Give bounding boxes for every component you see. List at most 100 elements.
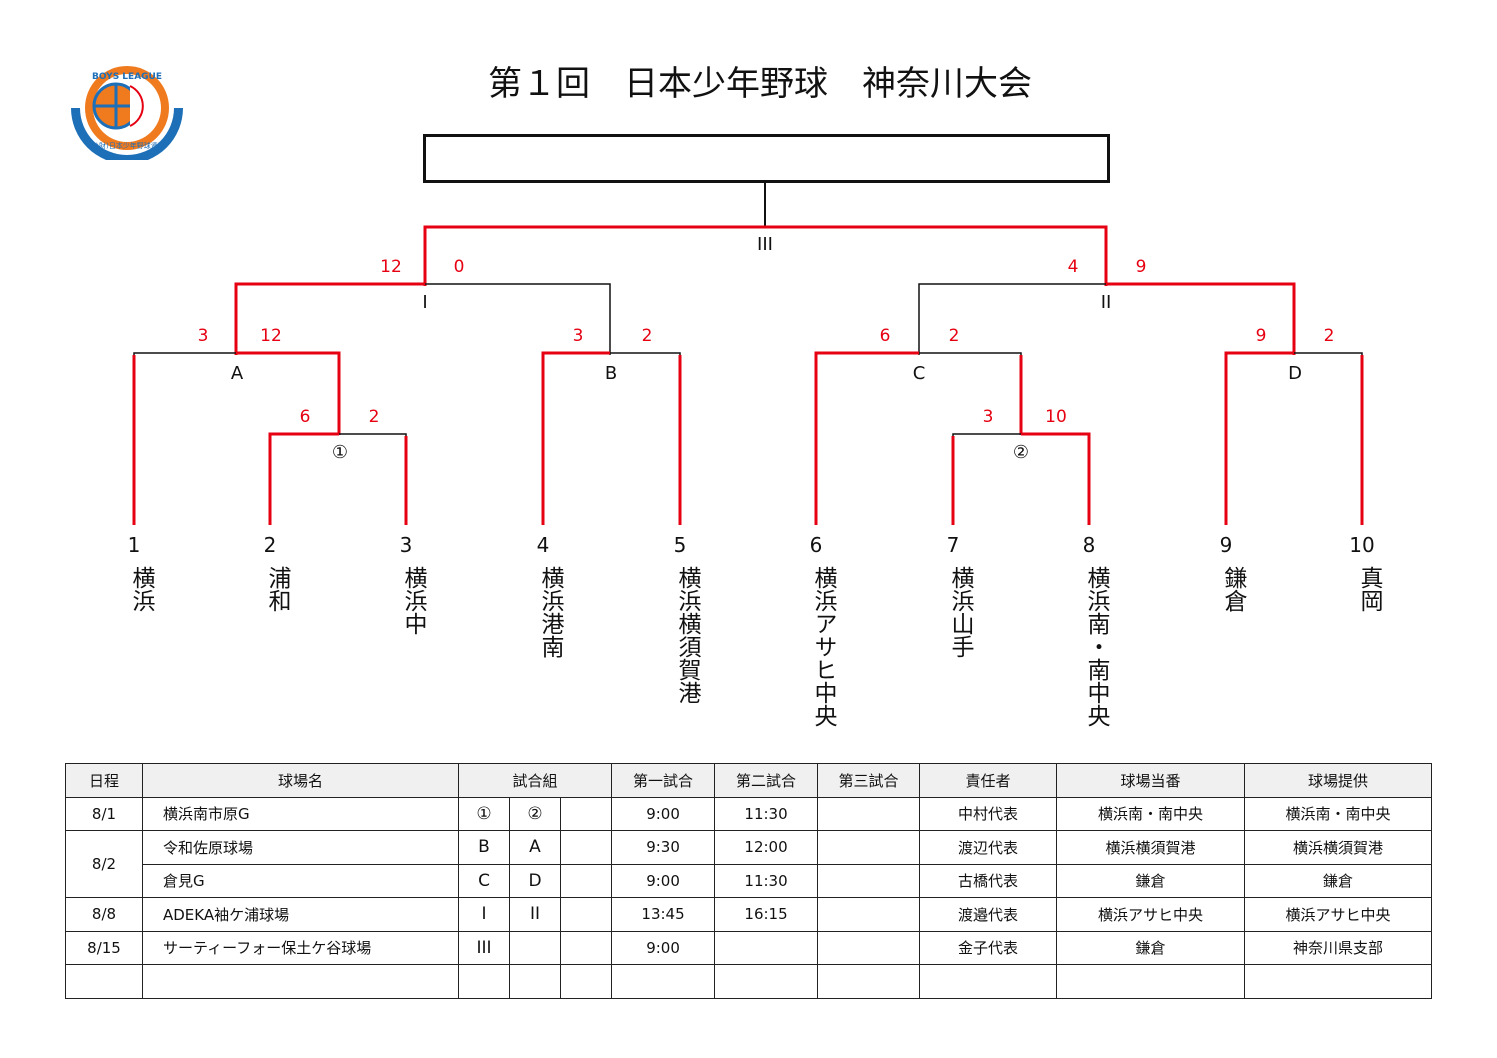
team-name: 横浜横須賀港 [674, 566, 700, 704]
empty-cell [714, 964, 819, 999]
table-row: 8/15 サーティーフォー保土ケ谷球場 III 9:00 金子代表 鎌倉 神奈川… [65, 930, 1433, 965]
time-cell [817, 863, 921, 898]
champion-box [423, 134, 1110, 183]
svg-text:BOYS LEAGUE: BOYS LEAGUE [92, 72, 162, 82]
time-cell: 16:15 [714, 897, 819, 932]
score-game1-right: 2 [369, 407, 380, 427]
team-name: 鎌倉 [1220, 566, 1246, 612]
score-final-left: 12 [380, 257, 402, 277]
team-name: 横浜 [128, 566, 154, 612]
match-cell [559, 863, 613, 898]
venue-cell: サーティーフォー保土ケ谷球場 [142, 930, 459, 965]
team-number: 9 [1220, 533, 1233, 557]
semi2-left-line [918, 283, 1106, 355]
game2-right-line [1021, 432, 1091, 525]
team-number: 4 [537, 533, 550, 557]
responsible-cell: 古橋代表 [919, 863, 1058, 898]
match-cell: A [509, 830, 561, 865]
game2-left-line [952, 433, 1021, 525]
duty-cell: 横浜アサヒ中央 [1056, 897, 1246, 932]
date-cell: 8/15 [65, 930, 143, 965]
match-d-left-line [1224, 351, 1294, 525]
score-semi1-a-opp: 12 [260, 326, 282, 346]
time-cell [817, 830, 921, 865]
match-a-label: A [231, 363, 244, 384]
venue-cell: 倉見G [142, 863, 459, 898]
final-right-line [765, 225, 1108, 286]
team-number: 2 [264, 533, 277, 557]
game1-left-line [268, 432, 339, 525]
team-number: 8 [1083, 533, 1096, 557]
tournament-bracket: III I II A B C D ① ② 12 0 4 9 3 12 3 2 6… [128, 180, 1375, 557]
match-c-right-line [919, 352, 1022, 435]
match-d-right-line [1294, 352, 1363, 525]
score-final-left-opp: 0 [454, 257, 465, 277]
game2-label: ② [1013, 442, 1029, 463]
table-row: 倉見G C D 9:00 11:30 古橋代表 鎌倉 鎌倉 [66, 863, 1433, 898]
match-b-left-line [541, 351, 610, 525]
match-cell: D [509, 863, 561, 898]
team-name: 横浜港南 [537, 566, 563, 658]
score-game2-left: 3 [983, 407, 994, 427]
time-cell: 12:00 [714, 830, 819, 865]
boys-league-logo: BOYS LEAGUE (公財)日本少年野球連盟 [71, 66, 183, 160]
score-semi2-c-opp: 2 [949, 326, 960, 346]
header-matches: 試合組 [457, 763, 613, 798]
empty-cell [611, 964, 716, 999]
header-responsible: 責任者 [919, 763, 1058, 798]
match-cell [559, 796, 613, 831]
score-semi1-b: 3 [573, 326, 584, 346]
responsible-cell: 渡辺代表 [919, 830, 1058, 865]
semi1-label: I [422, 292, 427, 313]
score-game1-left: 6 [300, 407, 311, 427]
table-row: 8/1 横浜南市原G ① ② 9:00 11:30 中村代表 横浜南・南中央 横… [65, 796, 1433, 831]
team-number: 3 [400, 533, 413, 557]
final-label: III [757, 234, 773, 255]
score-semi1-a: 3 [198, 326, 209, 346]
team-number: 5 [674, 533, 687, 557]
duty-cell: 鎌倉 [1056, 930, 1246, 965]
score-semi2-d-opp: 2 [1324, 326, 1335, 346]
svg-text:(公財)日本少年野球連盟: (公財)日本少年野球連盟 [89, 141, 164, 150]
time-cell [817, 930, 921, 965]
provider-cell: 鎌倉 [1244, 863, 1433, 898]
match-b-label: B [605, 363, 617, 384]
empty-cell [1056, 964, 1246, 999]
score-final-right-opp: 4 [1068, 257, 1079, 277]
header-date: 日程 [65, 763, 143, 798]
team-name: 横浜アサヒ中央 [810, 566, 836, 727]
empty-cell [817, 964, 921, 999]
score-semi1-b-opp: 2 [642, 326, 653, 346]
team-number: 7 [947, 533, 960, 557]
responsible-cell: 金子代表 [919, 930, 1058, 965]
team-name: 横浜南・南中央 [1083, 566, 1109, 727]
time-cell [817, 796, 921, 831]
semi1-right-line [425, 283, 611, 355]
duty-cell: 鎌倉 [1056, 863, 1246, 898]
final-left-line [423, 225, 765, 286]
empty-cell [1244, 964, 1433, 999]
semi1-left-line [234, 282, 425, 355]
empty-cell [458, 964, 510, 999]
match-cell: III [458, 930, 510, 965]
team-name: 横浜中 [400, 566, 426, 635]
team-number: 6 [810, 533, 823, 557]
match-d-label: D [1288, 363, 1302, 384]
match-b-right-line [610, 352, 681, 525]
table-row: 8/2 令和佐原球場 B A 9:30 12:00 渡辺代表 横浜横須賀港 横浜… [65, 830, 1433, 898]
responsible-cell: 中村代表 [919, 796, 1058, 831]
match-cell: B [458, 830, 510, 865]
match-a-right-line [236, 351, 341, 435]
page-title: 第１回 日本少年野球 神奈川大会 [488, 64, 1032, 104]
provider-cell: 神奈川県支部 [1244, 930, 1433, 965]
schedule-header-row: 日程 球場名 試合組 第一試合 第二試合 第三試合 責任者 球場当番 球場提供 [65, 763, 1433, 798]
time-cell: 11:30 [714, 796, 819, 831]
header-game3: 第三試合 [817, 763, 921, 798]
header-duty: 球場当番 [1056, 763, 1246, 798]
match-c-label: C [913, 363, 926, 384]
table-row-empty [65, 964, 1433, 999]
match-cell [509, 930, 561, 965]
empty-cell [65, 964, 143, 999]
time-cell: 9:00 [611, 863, 716, 898]
duty-cell: 横浜南・南中央 [1056, 796, 1246, 831]
